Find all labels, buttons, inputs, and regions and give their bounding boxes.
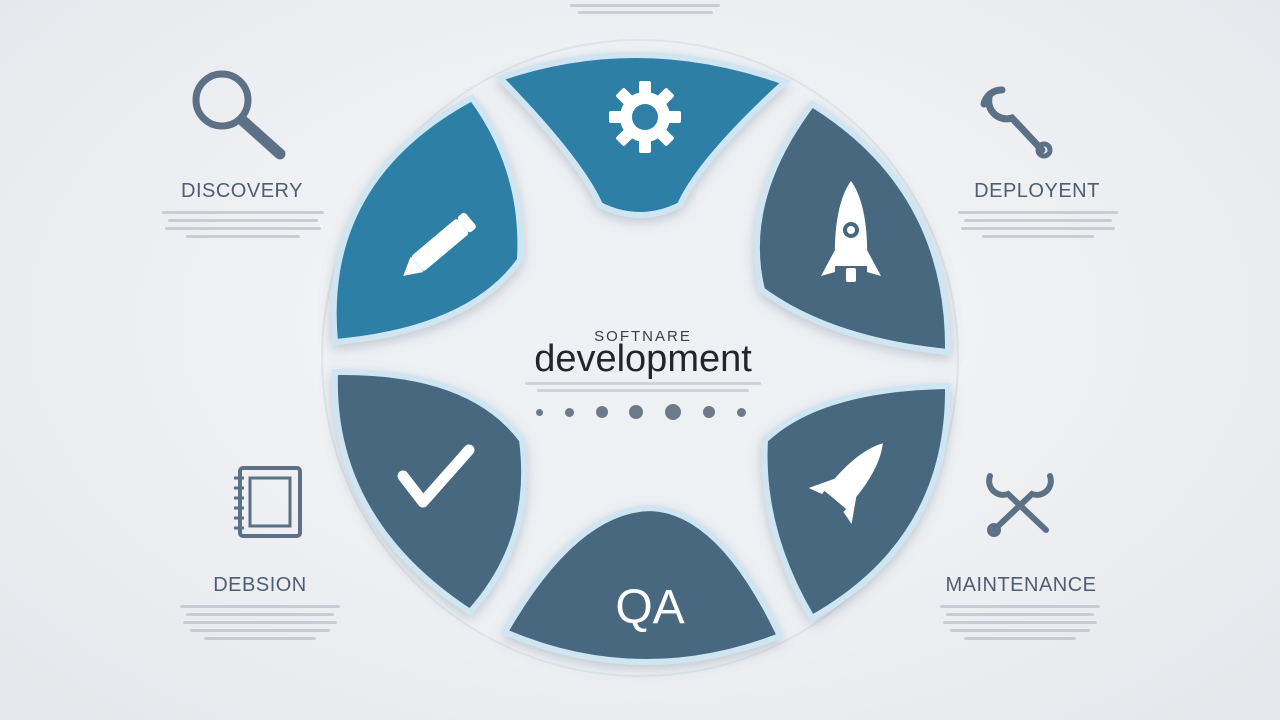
- dot: [564, 407, 574, 417]
- search-icon: [192, 70, 286, 160]
- progress-dots: [536, 404, 746, 420]
- top-text-lines: [570, 0, 720, 18]
- pencil-icon: [403, 212, 476, 276]
- stage-label-discovery: DISCOVERY: [181, 180, 303, 202]
- segment-bottom-right: [761, 382, 952, 623]
- gear-icon: [609, 81, 681, 153]
- dot: [665, 404, 682, 420]
- check-icon: [397, 444, 475, 508]
- segment-bottom: [500, 504, 785, 665]
- stage-label-maintenance: MAINTENANCE: [945, 574, 1097, 596]
- dot: [595, 406, 608, 418]
- wrench-icon: [980, 86, 1053, 159]
- design-text-lines: [180, 600, 340, 645]
- rocket-launch-icon: [808, 443, 883, 525]
- notebook-icon: [234, 466, 302, 538]
- qa-label: QA: [615, 581, 685, 634]
- tools-icon: [986, 473, 1054, 537]
- dot: [736, 407, 746, 417]
- segment-top-left: [330, 94, 524, 346]
- rocket-icon: [821, 181, 881, 282]
- dot: [703, 406, 716, 418]
- deployment-text-lines: [958, 206, 1118, 243]
- center-subtitle-lines: [525, 378, 761, 396]
- discovery-text-lines: [162, 206, 324, 243]
- maintenance-text-lines: [940, 600, 1100, 645]
- center-eyebrow: SOFTNARE: [594, 328, 692, 345]
- dot: [536, 408, 543, 416]
- dot: [629, 405, 644, 419]
- center-title: development: [534, 338, 752, 380]
- stage-label-design: DEBSION: [213, 574, 307, 596]
- stage-label-deployment: DEPLOYENT: [974, 180, 1100, 202]
